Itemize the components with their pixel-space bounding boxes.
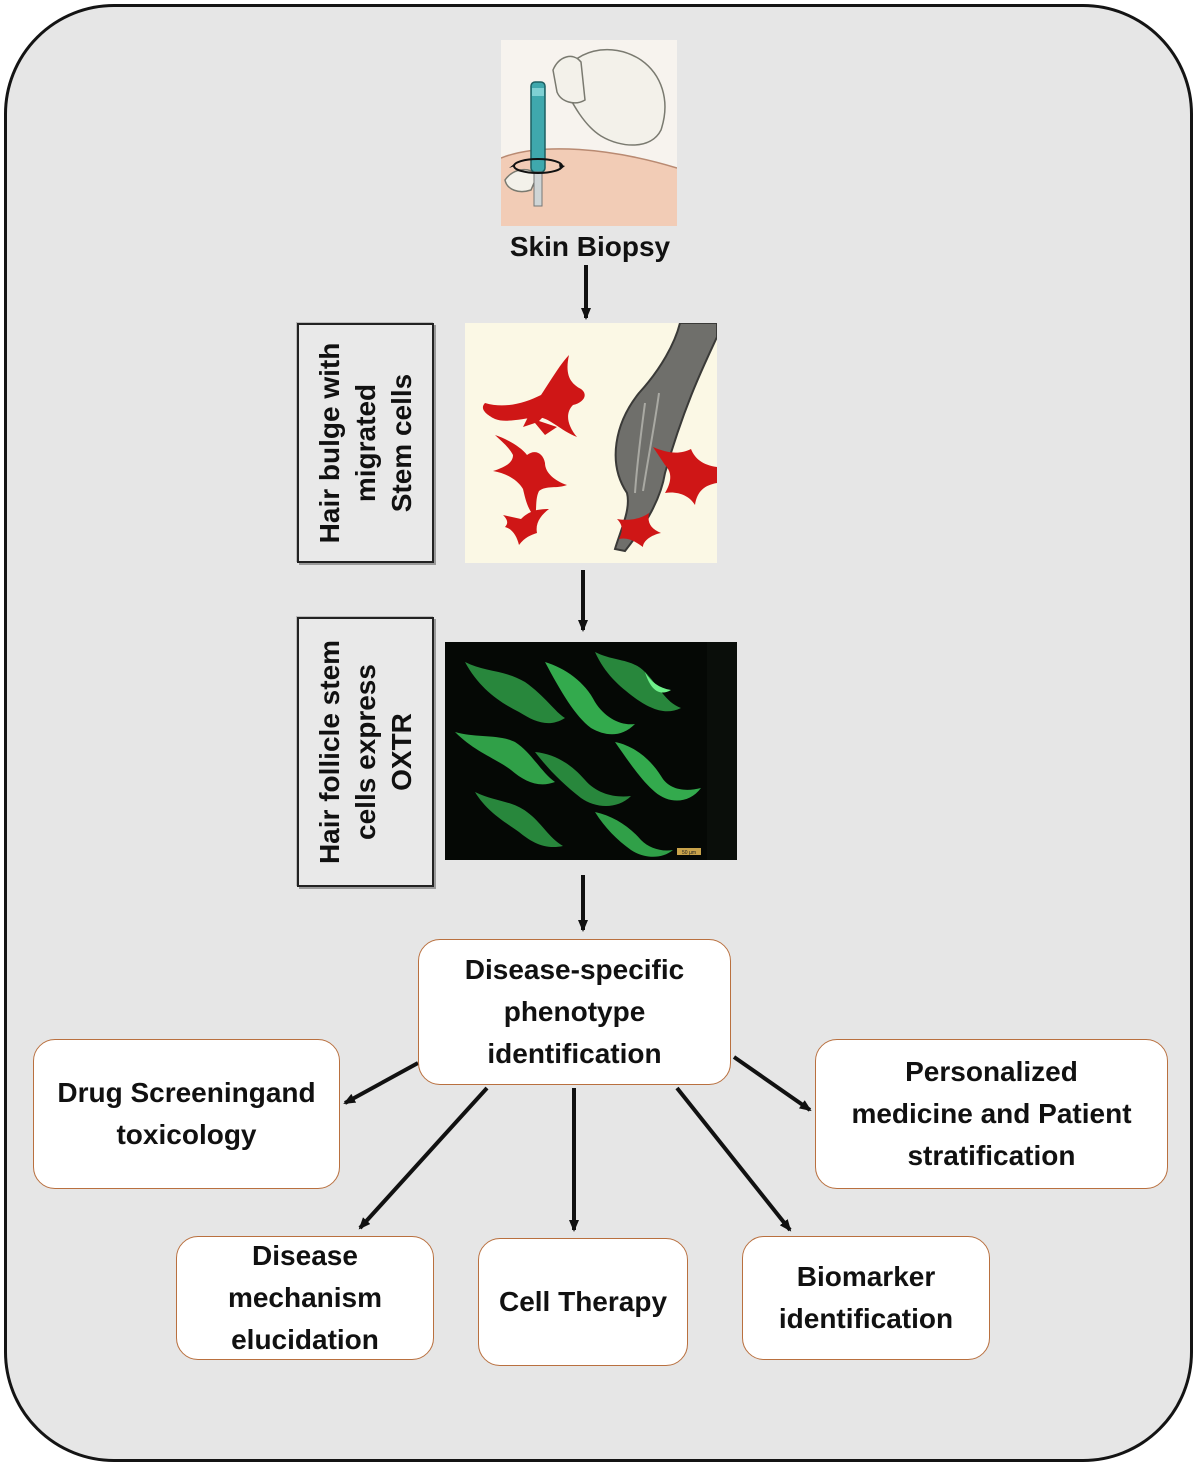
- skin-biopsy-illustration: [501, 40, 677, 226]
- oxtr-label-box: Hair follicle stem cells express OXTR: [297, 617, 434, 887]
- disease-mechanism-box: Disease mechanism elucidation: [176, 1236, 434, 1360]
- arrow-to-biomarker: [675, 1086, 792, 1232]
- drug-screening-box: Drug Screeningand toxicology: [33, 1039, 340, 1189]
- cell-therapy-box: Cell Therapy: [478, 1238, 688, 1366]
- biomarker-box: Biomarker identification: [742, 1236, 990, 1360]
- oxtr-fluorescence-image: 50 µm: [445, 642, 737, 860]
- hair-bulge-stem-cells-image: [465, 323, 717, 563]
- scale-bar-label: 50 µm: [682, 850, 696, 856]
- hair-bulge-label-box: Hair bulge with migrated Stem cells: [297, 323, 434, 563]
- arrow-to-drug-screening: [343, 1061, 419, 1105]
- personalized-medicine-box: Personalized medicine and Patient strati…: [815, 1039, 1168, 1189]
- arrow-to-personalized: [732, 1055, 812, 1112]
- skin-biopsy-label: Skin Biopsy: [509, 231, 671, 262]
- phenotype-identification-box: Disease-specific phenotype identificatio…: [418, 939, 731, 1085]
- arrow-to-mechanism: [358, 1086, 489, 1230]
